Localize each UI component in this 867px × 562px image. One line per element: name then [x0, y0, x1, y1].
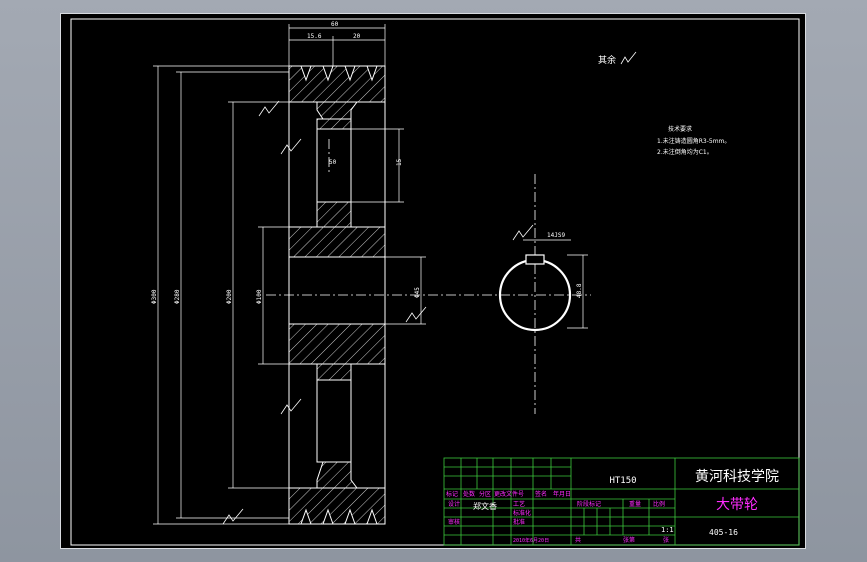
pulley-section — [288, 65, 386, 525]
dimension-lines — [153, 24, 588, 525]
header-mark: 标记 — [446, 490, 458, 498]
drawing-number: 405-16 — [709, 528, 738, 537]
role-approve: 批准 — [513, 518, 525, 526]
roughness-note: 其余 — [598, 54, 616, 66]
center-lines — [266, 139, 591, 414]
header-date: 年月日 — [553, 490, 571, 498]
dim-outer-dia: Φ300 — [151, 289, 158, 304]
dim-top-total: 60 — [331, 21, 339, 28]
designer-name: 郑文香 — [473, 501, 497, 511]
design-date: 2010年6月20日 — [513, 537, 549, 544]
tech-req-item-1: 1.未注铸造圆角R3-5mm。 — [657, 137, 730, 145]
material: HT150 — [609, 476, 636, 486]
part-name: 大带轮 — [716, 497, 758, 513]
sheet-unit: 张 — [663, 536, 669, 544]
tech-requirements: 技术要求 1.未注铸造圆角R3-5mm。 2.未注倒角均为C1。 — [657, 125, 730, 156]
dim-top-right: 20 — [353, 33, 361, 40]
header-change-doc: 更改文件号 — [494, 490, 524, 498]
dim-hub-width: 50 — [329, 159, 337, 166]
tech-req-title: 技术要求 — [668, 125, 692, 133]
school-name: 黄河科技学院 — [695, 468, 779, 485]
role-design: 设计 — [448, 500, 460, 508]
header-stage: 阶段标记 — [577, 500, 601, 508]
dim-keyway-depth: 48.8 — [576, 283, 583, 298]
tech-req-item-2: 2.未注倒角均为C1。 — [657, 148, 713, 156]
dim-keyway-width: 14JS9 — [547, 232, 565, 239]
header-zone: 分区 — [479, 490, 491, 498]
std-label: 标准化 — [513, 509, 531, 517]
header-scale: 比例 — [653, 500, 665, 508]
role-review: 审核 — [448, 518, 460, 526]
header-signature: 签名 — [535, 490, 547, 498]
title-block — [443, 457, 800, 546]
dimension-texts: 60 15.6 20 15 50 Φ300 Φ280 Φ200 Φ100 Φ45… — [151, 21, 583, 304]
dim-hub-dia: Φ100 — [256, 289, 263, 304]
dim-bore-dia: Φ45 — [414, 287, 421, 298]
role-process: 工艺 — [513, 500, 525, 508]
cad-viewport[interactable]: 60 15.6 20 15 50 Φ300 Φ280 Φ200 Φ100 Φ45… — [60, 13, 806, 549]
dim-top-left: 15.6 — [307, 33, 322, 40]
header-count: 处数 — [463, 490, 475, 498]
dim-bore-depth: 15 — [396, 158, 403, 166]
sheet-label: 共 — [575, 536, 581, 544]
header-weight: 重量 — [629, 500, 641, 508]
drawing-frame — [70, 18, 800, 546]
sheet-of: 张第 — [623, 536, 635, 544]
hub-end-view — [498, 254, 572, 332]
roughness-symbols — [222, 51, 637, 525]
dim-pitch-dia: Φ280 — [174, 289, 181, 304]
title-block-labels: 标记 处数 分区 更改文件号 签名 年月日 阶段标记 重量 比例 设计 审核 工… — [446, 490, 669, 544]
drawing-canvas: 60 15.6 20 15 50 Φ300 Φ280 Φ200 Φ100 Φ45… — [70, 18, 800, 546]
dim-web-dia: Φ200 — [226, 289, 233, 304]
scale-value: 1:1 — [661, 526, 674, 534]
